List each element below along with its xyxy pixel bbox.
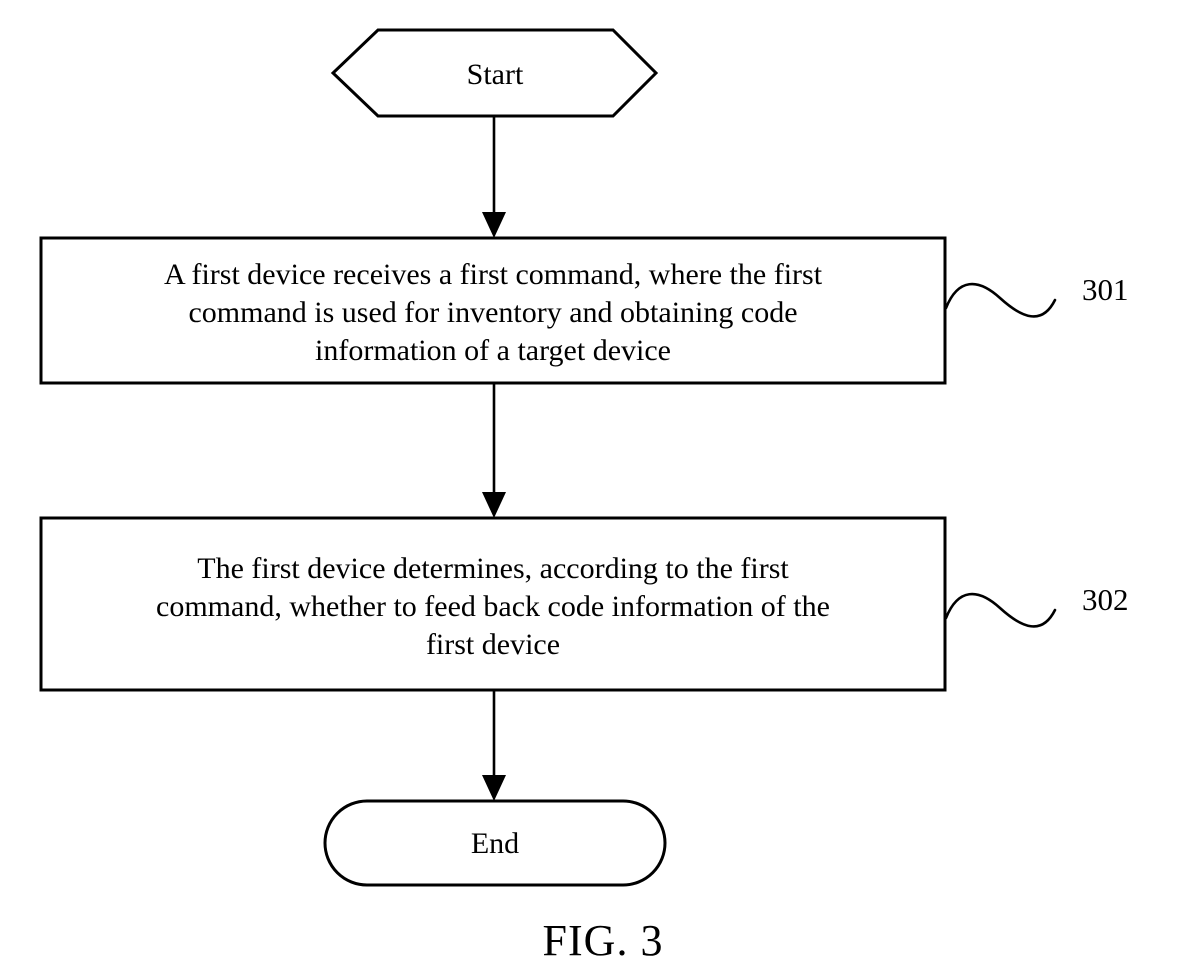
figure-caption: FIG. 3: [543, 916, 664, 965]
edge-302-to-end-arrowhead: [482, 775, 506, 801]
edge-start-to-301: [482, 116, 506, 238]
edge-301-to-302-arrowhead: [482, 492, 506, 518]
end-stadium-shape: [323, 799, 667, 887]
step-302-label-line-2: command, whether to feed back code infor…: [156, 590, 830, 623]
step-302-label-line-1: The first device determines, according t…: [197, 552, 789, 585]
end-label: End: [471, 827, 519, 860]
node-end: End: [323, 799, 667, 887]
edge-302-to-end: [482, 690, 506, 801]
reference-leader-302: 302: [944, 582, 1129, 628]
step-301-label-line-2: command is used for inventory and obtain…: [188, 296, 797, 329]
edge-301-to-302: [482, 383, 506, 518]
step-302-label-line-3: first device: [426, 628, 560, 661]
leader-squiggle-302-icon: [944, 592, 1057, 628]
step-302-box-shape: [39, 516, 947, 692]
leader-squiggle-301-icon: [944, 282, 1057, 318]
start-hexagon-shape: [330, 28, 659, 118]
step-301-box-shape: [39, 236, 947, 385]
reference-leader-301: 301: [944, 272, 1129, 318]
node-step-301: A first device receives a first command,…: [39, 236, 947, 385]
step-301-label-line-1: A first device receives a first command,…: [164, 258, 823, 291]
reference-number-301: 301: [1082, 272, 1129, 307]
node-step-302: The first device determines, according t…: [39, 516, 947, 692]
node-start: Start: [330, 28, 659, 118]
step-301-label-line-3: information of a target device: [315, 334, 671, 367]
edge-start-to-301-arrowhead: [482, 212, 506, 238]
start-label: Start: [467, 58, 524, 91]
reference-number-302: 302: [1082, 582, 1129, 617]
